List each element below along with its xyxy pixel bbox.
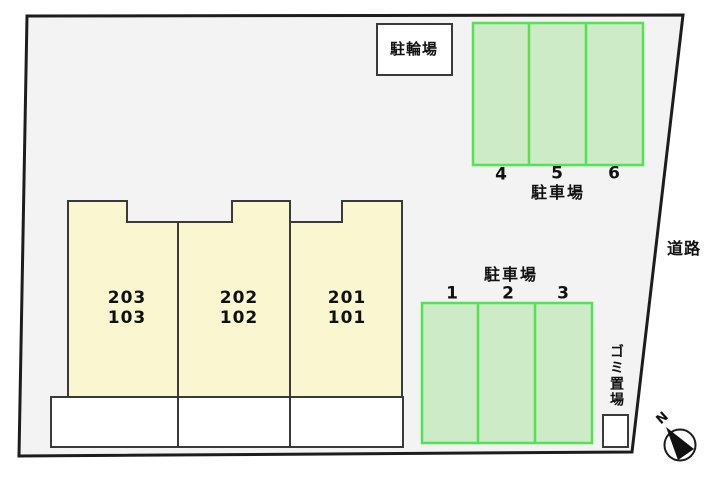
unit-102: 102 bbox=[219, 308, 259, 328]
unit-203: 203 bbox=[107, 288, 147, 308]
unit-label-203-103: 203 103 bbox=[108, 288, 147, 328]
stall-number-5: 5 bbox=[551, 163, 563, 184]
parking-mid-label: 駐車場 bbox=[483, 265, 539, 285]
garbage-area-label: ゴミ置場 bbox=[608, 344, 624, 408]
building-porch-row bbox=[50, 396, 404, 448]
unit-201: 201 bbox=[327, 288, 367, 308]
building-outline bbox=[67, 200, 403, 398]
unit-103: 103 bbox=[107, 308, 147, 328]
stall-number-1: 1 bbox=[446, 283, 458, 304]
road-label: 道路 bbox=[666, 239, 702, 259]
stall-number-2: 2 bbox=[502, 283, 514, 304]
parking-top-label: 駐車場 bbox=[530, 183, 586, 203]
unit-202: 202 bbox=[219, 288, 259, 308]
compass-icon bbox=[663, 427, 697, 462]
stall-number-4: 4 bbox=[495, 164, 507, 185]
unit-101: 101 bbox=[327, 308, 367, 328]
parking-area-top bbox=[471, 21, 645, 167]
unit-label-201-101: 201 101 bbox=[328, 288, 367, 328]
parking-area-mid bbox=[420, 301, 594, 445]
bicycle-parking-label: 駐輪場 bbox=[389, 39, 439, 58]
bicycle-parking-box bbox=[376, 23, 453, 76]
unit-label-202-102: 202 102 bbox=[220, 288, 259, 328]
stall-number-6: 6 bbox=[608, 163, 620, 184]
garbage-box bbox=[602, 414, 629, 448]
stall-number-3: 3 bbox=[557, 283, 569, 304]
